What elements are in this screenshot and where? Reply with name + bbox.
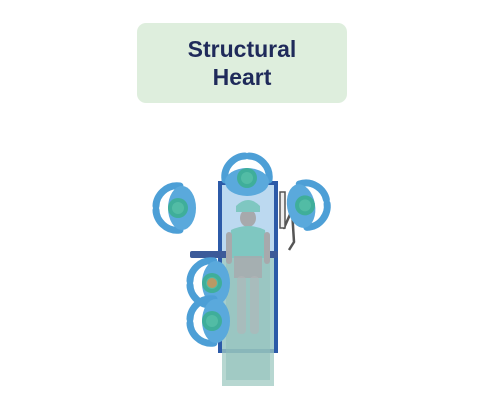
staff-member-icon (283, 180, 330, 231)
staff-member-icon (225, 156, 269, 196)
staff-member-icon (190, 299, 230, 343)
staff-member-icon (190, 261, 230, 305)
procedure-title-card: Structural Heart (137, 23, 347, 103)
staff-member-icon (156, 186, 196, 230)
procedure-title-line1: Structural (187, 36, 297, 62)
table-extension-inner (226, 258, 270, 380)
procedure-title-line2: Heart (212, 64, 272, 90)
patient-icon (226, 200, 270, 334)
